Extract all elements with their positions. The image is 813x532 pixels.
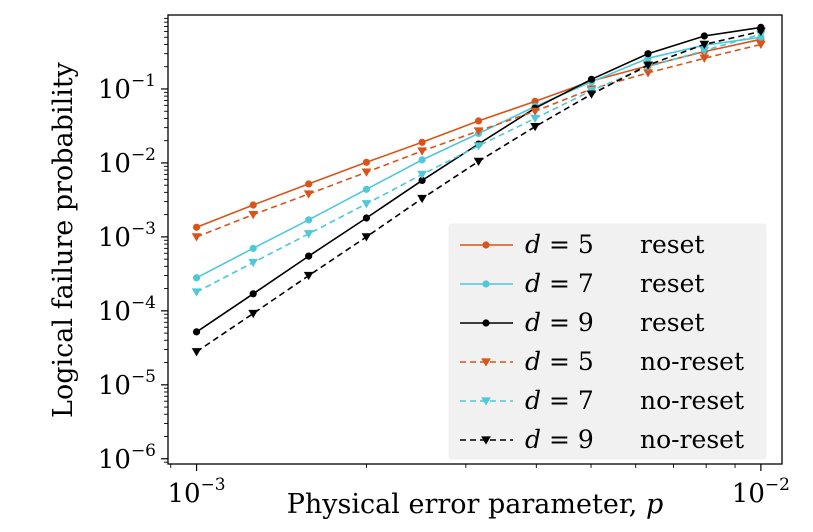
data-point xyxy=(249,201,257,209)
data-point xyxy=(473,127,484,136)
y-axis-label: Logical failure probability xyxy=(48,61,79,418)
data-point xyxy=(418,156,426,164)
data-point xyxy=(644,50,652,58)
y-tick-label: 10−2 xyxy=(98,145,156,179)
legend-item: d = 7 reset xyxy=(460,269,704,298)
legend-item: d = 5 no-reset xyxy=(460,347,744,376)
series-d-9-no-reset xyxy=(191,27,766,357)
data-point xyxy=(756,40,766,50)
y-tick-label: 10−3 xyxy=(98,219,156,253)
y-tick-label: 10−1 xyxy=(98,71,156,105)
data-point xyxy=(531,97,539,105)
plot-frame xyxy=(167,14,783,465)
legend-marker xyxy=(481,436,491,445)
legend-d-label: d = 5 xyxy=(525,347,594,376)
data-point xyxy=(699,54,710,63)
legend-marker xyxy=(481,358,491,367)
legend-mode-label: reset xyxy=(640,230,704,259)
data-point xyxy=(361,233,372,242)
data-point xyxy=(586,90,597,99)
data-point xyxy=(192,274,201,282)
data-point xyxy=(191,348,202,357)
series-line xyxy=(196,33,762,293)
data-point xyxy=(699,40,710,50)
legend-d-label: d = 9 xyxy=(525,425,594,454)
legend-item: d = 5 reset xyxy=(460,230,704,259)
data-point xyxy=(530,114,540,124)
data-point xyxy=(303,271,314,281)
data-point xyxy=(191,288,202,297)
data-point xyxy=(303,190,314,199)
x-axis-label: Physical error parameter, p xyxy=(287,489,663,520)
data-point xyxy=(362,185,371,193)
legend-frame xyxy=(448,223,767,460)
legend-marker xyxy=(482,280,490,288)
data-point xyxy=(192,223,201,231)
data-point xyxy=(417,194,427,204)
data-point xyxy=(643,69,653,78)
data-point xyxy=(756,27,766,37)
legend-marker xyxy=(482,241,490,249)
data-point xyxy=(643,61,653,70)
x-tick-label: 10−3 xyxy=(167,475,225,509)
data-point xyxy=(248,258,259,268)
data-point xyxy=(417,147,427,156)
data-point xyxy=(248,210,259,220)
data-point xyxy=(303,230,314,239)
legend-mode-label: no-reset xyxy=(640,425,744,454)
data-point xyxy=(305,180,313,188)
y-tick-label: 10−4 xyxy=(98,293,156,327)
data-point xyxy=(361,200,372,209)
legend: d = 5 reset d = 7 reset d = 9 reset d = 5 no-re… xyxy=(448,223,767,460)
legend-mode-label: no-reset xyxy=(640,347,744,376)
ticks-layer: 10−3 10−2 10−1 10−2 10−3 10−4 10−5 10−6 xyxy=(98,17,790,509)
series-d-5-no-reset xyxy=(191,40,766,242)
legend-item: d = 7 no-reset xyxy=(460,386,744,415)
y-tick-label: 10−6 xyxy=(98,441,156,475)
y-tick-label: 10−5 xyxy=(98,367,156,401)
x-tick-label: 10−2 xyxy=(732,475,790,509)
legend-marker xyxy=(481,397,491,406)
data-point xyxy=(587,75,596,83)
data-point xyxy=(249,290,257,298)
legend-item: d = 9 reset xyxy=(460,308,704,337)
data-point xyxy=(700,32,708,40)
data-point xyxy=(418,138,426,146)
data-point xyxy=(418,176,426,185)
data-point xyxy=(474,117,483,125)
legend-item: d = 9 no-reset xyxy=(460,425,744,454)
data-point xyxy=(530,107,540,116)
series-layer xyxy=(191,23,766,357)
data-point xyxy=(473,142,484,151)
data-point xyxy=(362,158,371,166)
legend-d-label: d = 7 xyxy=(525,269,594,298)
legend-mode-label: reset xyxy=(640,308,704,337)
legend-mode-label: no-reset xyxy=(640,386,744,415)
legend-d-label: d = 9 xyxy=(525,308,594,337)
legend-marker xyxy=(482,319,490,327)
legend-d-label: d = 7 xyxy=(525,386,594,415)
data-point xyxy=(191,233,202,242)
data-point xyxy=(305,252,313,260)
data-point xyxy=(530,122,540,132)
legend-d-label: d = 5 xyxy=(525,230,594,259)
legend-mode-label: reset xyxy=(640,269,704,298)
data-point xyxy=(473,157,484,166)
data-point xyxy=(361,168,372,177)
data-point xyxy=(362,214,371,222)
data-point xyxy=(417,170,427,180)
data-point xyxy=(249,244,257,252)
data-point xyxy=(192,328,201,336)
data-point xyxy=(248,309,259,319)
data-point xyxy=(699,46,710,56)
data-point xyxy=(305,216,313,224)
